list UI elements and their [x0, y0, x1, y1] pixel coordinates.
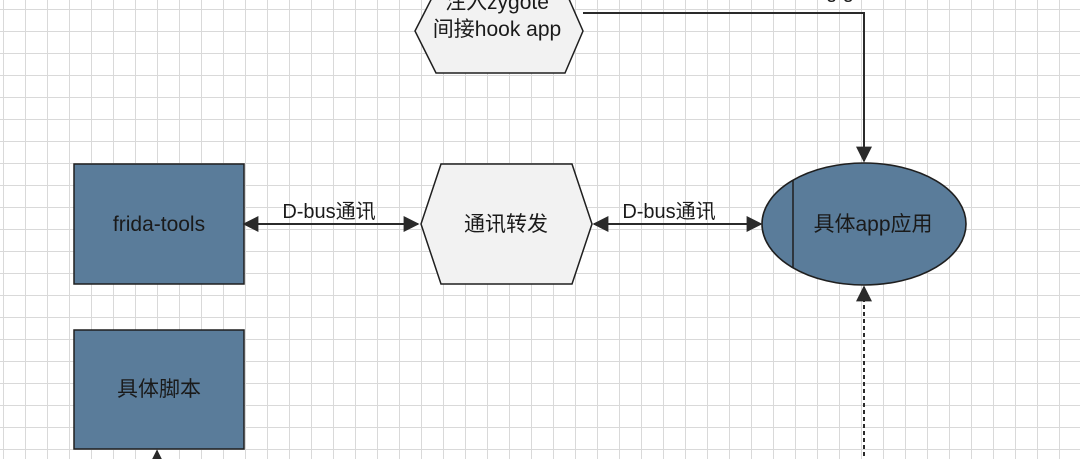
- zygote-hook-label-line2: 间接hook app: [433, 18, 561, 41]
- forward-node[interactable]: 通讯转发: [420, 163, 593, 285]
- frida-tools-label: frida-tools: [113, 213, 205, 236]
- script-node[interactable]: 具体脚本: [73, 329, 245, 450]
- frida-tools-node[interactable]: frida-tools: [73, 163, 245, 285]
- dbus-right-label: D-bus通讯: [622, 200, 715, 223]
- zygote-hook-label-line1: 注入zygote: [445, 0, 549, 14]
- zygote-to-app-connector[interactable]: [583, 12, 872, 163]
- forward-label: 通讯转发: [464, 213, 548, 236]
- app-label: 具体app应用: [813, 213, 932, 236]
- app-node[interactable]: 具体app应用: [761, 162, 967, 286]
- zygote-edge-label: g g: [826, 0, 854, 3]
- dbus-left-label: D-bus通讯: [282, 200, 375, 223]
- script-label: 具体脚本: [117, 378, 201, 401]
- zygote-hook-node[interactable]: 注入zygote 间接hook app: [414, 0, 584, 74]
